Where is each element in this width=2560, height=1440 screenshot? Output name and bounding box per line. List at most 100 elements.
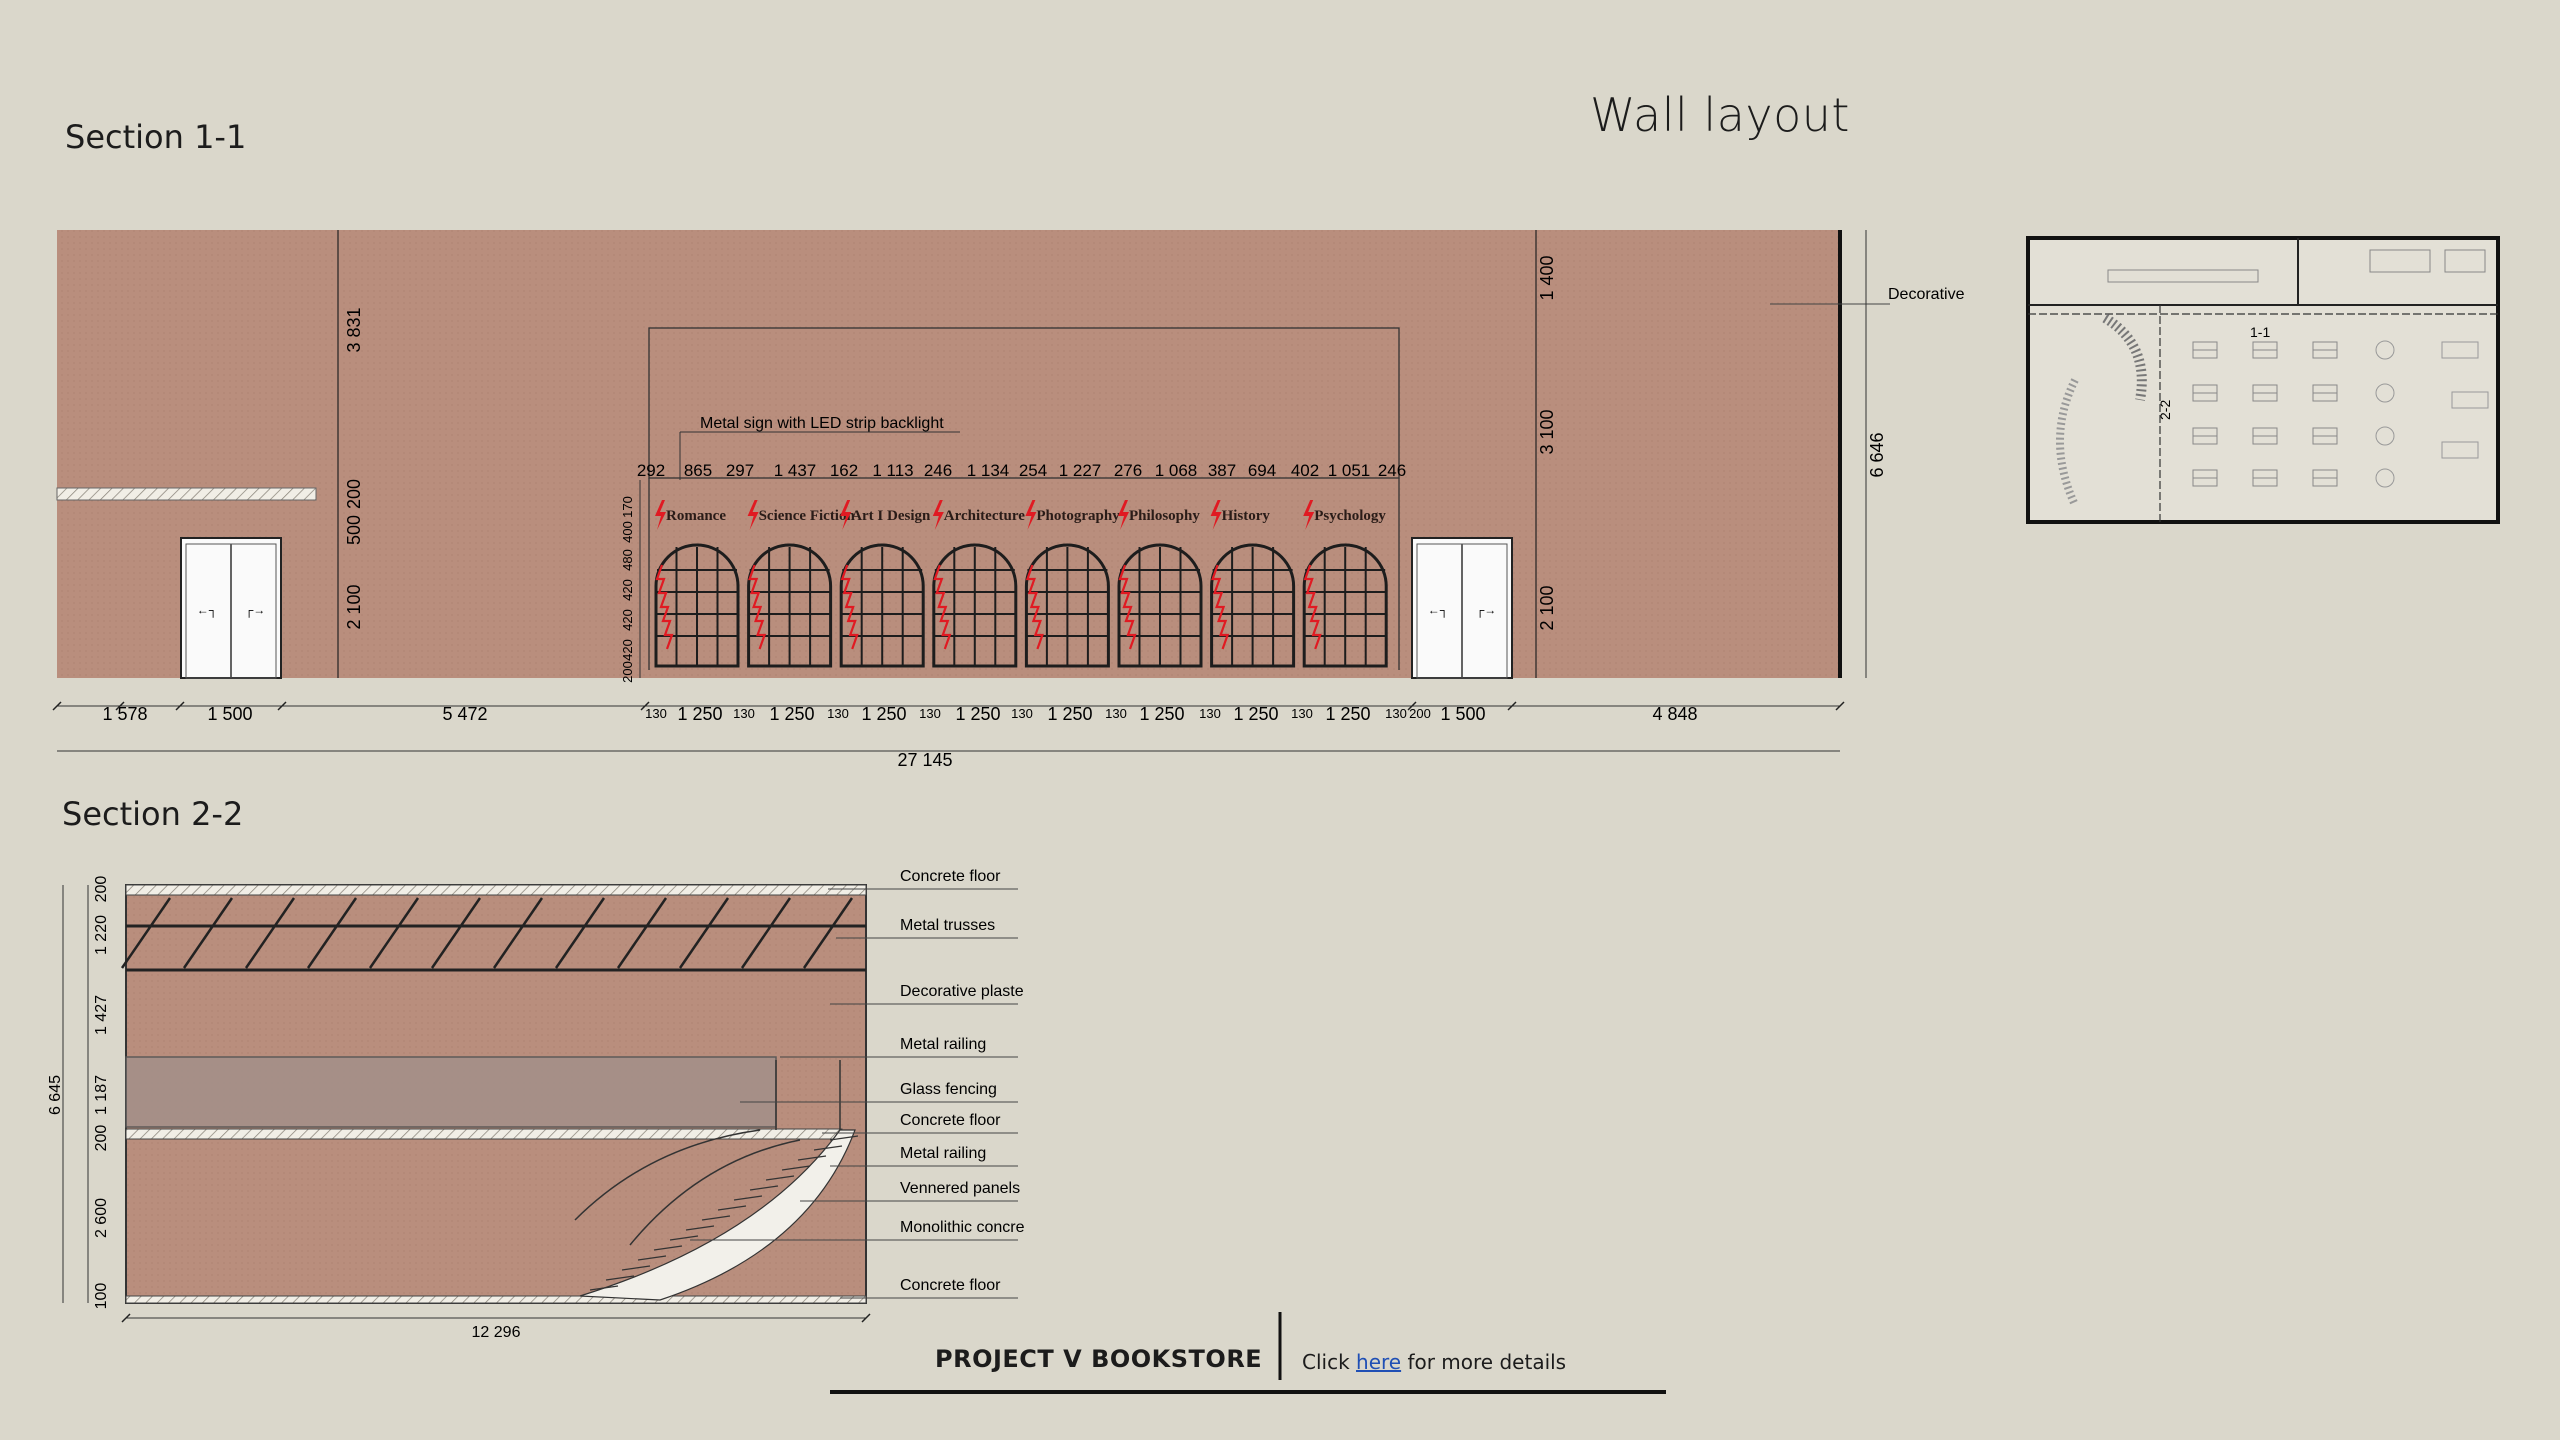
dimension-label: 387 [1208,461,1236,480]
dimension-label: 1 068 [1155,461,1198,480]
door-swing-arrow-icon: ┌→ [245,603,266,618]
truss-diagonal [554,897,606,969]
dimension-label: 1 427 [93,995,110,1035]
material-label: Vennered panels [900,1180,1020,1197]
dimension-label: 170 [620,496,635,518]
bottom-slab [125,1295,867,1304]
led-strip-icon [1118,564,1137,650]
brick-wall [57,230,1840,678]
dimension-label: 694 [1248,461,1276,480]
door-swing-arrow-icon: ←┐ [1428,603,1449,618]
dimension-label: 1 220 [93,915,110,955]
dimension-label: 246 [1378,461,1406,480]
shelf-category-label: Art I Design [851,508,931,524]
stair-tread [637,1255,667,1261]
truss-diagonal [802,897,854,969]
door-leaf [185,543,277,679]
stair-tread [781,1165,811,1171]
dimension-label: 1 113 [872,461,913,480]
shelf-category-label: Philosophy [1129,508,1200,524]
dimension-tick [121,1313,131,1323]
dimension-tick [277,701,287,711]
floor-plan: 1-1 2-2 [2026,236,2500,524]
dimension-label: 2 100 [1537,585,1557,630]
mezzanine-slab [56,487,317,501]
dimension-label: 246 [924,461,952,480]
dimension-label: 130 [919,706,941,721]
door-leaf [1416,543,1508,679]
dimension-label: 1 250 [1047,704,1092,724]
material-label: Concrete floor [900,1277,1001,1294]
dimension-label: 1 500 [207,704,252,724]
dimension-label: 130 [1105,706,1127,721]
truss-diagonal [740,897,792,969]
stair-tread [589,1285,619,1291]
material-label: Metal railing [900,1145,986,1162]
stair-tread [685,1225,715,1231]
shelf-category-label: History [1222,508,1271,524]
details-suffix: for more details [1401,1350,1567,1374]
dimension-label: 420 [620,579,635,601]
dimension-label: 480 [620,549,635,571]
lightning-bolt-icon [1118,500,1129,530]
dimension-label: 4 848 [1652,704,1697,724]
dimension-tick [640,701,650,711]
dimension-label: 420 [620,609,635,631]
plan-table [2375,426,2395,446]
lightning-bolt-icon [1025,500,1037,530]
truss-diagonal [430,897,482,969]
bookshelf: Art I Design [839,500,931,668]
dimension-label: 200 [1409,706,1431,721]
dimension-label: 276 [1114,461,1142,480]
dimension-label: 400 [620,521,635,543]
dimension-label: 130 [827,706,849,721]
stair-tread [653,1245,683,1251]
stair-tread [669,1235,699,1241]
stair-tread [813,1145,843,1151]
truss-diagonal [244,897,296,969]
led-strip-icon [840,564,859,650]
bookshelf: Psychology [1302,500,1388,668]
shelf-category-label: Psychology [1314,508,1386,524]
led-strip-icon [1025,564,1044,650]
bookshelf: Architecture [932,500,1025,668]
total-width-label: 12 296 [472,1324,521,1341]
top-slab [125,884,867,896]
dimension-label: 130 [733,706,755,721]
plan-shelves [2192,340,2489,488]
dimension-label: 1 250 [955,704,1000,724]
plan-table [2375,468,2395,488]
material-label: Monolithic concre [900,1219,1025,1236]
dimension-label: 130 [1291,706,1313,721]
truss-diagonal [306,897,358,969]
stair-tread [733,1195,763,1201]
dimension-tick [861,1313,871,1323]
dimension-label: 130 [1385,706,1407,721]
stair-steps [589,1135,859,1291]
stair-tread [701,1215,731,1221]
bookshelf: Science Fiction [747,500,855,668]
dimension-tick [1835,701,1845,711]
lightning-bolt-icon [655,500,666,530]
dimension-label: 1 134 [967,461,1010,480]
dimension-label: 3 831 [344,307,364,352]
shelf-category-label: Architecture [944,508,1025,524]
dimension-label: 200 [93,1125,110,1152]
door-swing-arrow-icon: ←┐ [197,603,218,618]
monolithic-stair [579,1129,856,1301]
material-label: Concrete floor [900,1112,1001,1129]
details-link[interactable]: here [1356,1350,1402,1374]
dimension-label: 1 250 [1233,704,1278,724]
section-1-elevation: Metal sign with LED strip backlight Deco… [52,230,1965,770]
truss-diagonal [120,897,172,969]
dimension-label: 1 437 [774,461,817,480]
shelf-category-label: Romance [666,508,726,524]
dimension-tick [115,701,125,711]
double-door: ←┐ ┌→ [180,537,282,679]
dimension-label: 402 [1291,461,1319,480]
